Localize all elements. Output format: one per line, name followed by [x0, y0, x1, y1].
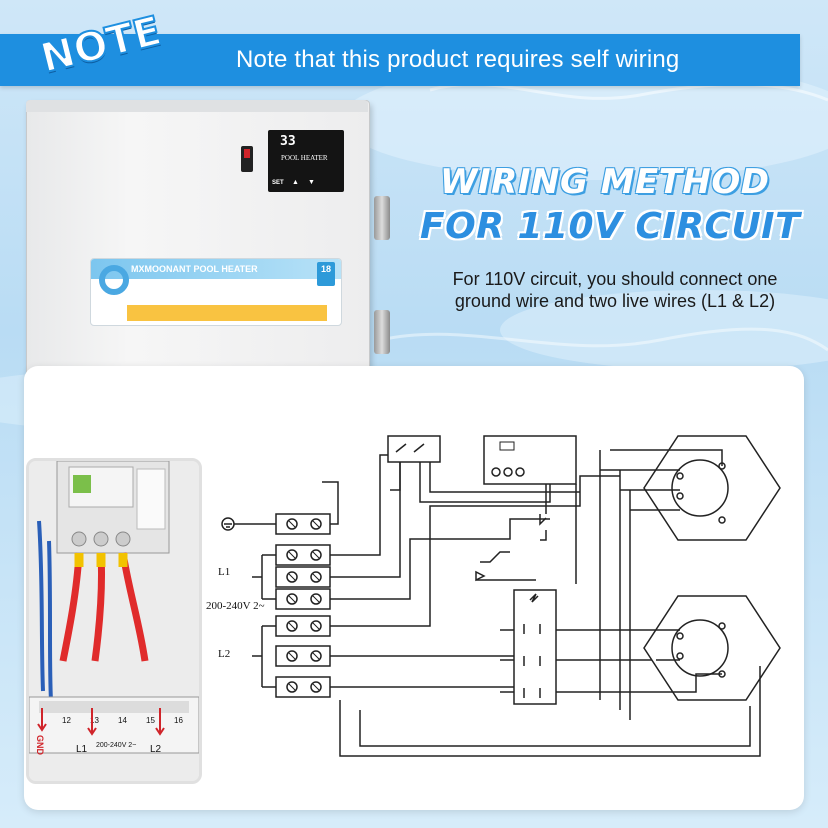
- photo-arrows: [37, 708, 165, 736]
- label-l2: L2: [218, 648, 231, 660]
- temperature-readout: 33: [280, 134, 296, 149]
- down-arrow-icon: ▼: [308, 179, 315, 186]
- label-warning-strip: [127, 305, 327, 321]
- heating-element-top: [643, 435, 781, 541]
- label-title: MXMOONANT POOL HEATER: [131, 264, 258, 274]
- control-display: [268, 130, 344, 192]
- water-pipe-connector: [374, 196, 390, 240]
- label-badge: 18: [317, 262, 335, 286]
- set-button-label: SET: [272, 180, 284, 186]
- photo-label-voltage: 200-240V 2~: [96, 742, 137, 749]
- wiring-description: For 110V circuit, you should connect one…: [452, 269, 778, 311]
- heater-lid: [26, 100, 368, 112]
- contactor: [513, 589, 557, 705]
- l2-bracket: [252, 625, 276, 688]
- wiring-photo: [26, 458, 202, 784]
- display-title: POOL HEATER: [281, 154, 328, 162]
- wiring-photo-illustration: [29, 461, 199, 781]
- photo-terminal-13: 13: [90, 716, 99, 725]
- photo-label-l2: L2: [150, 744, 162, 755]
- ground-symbol: [221, 517, 276, 531]
- terminal-block: [275, 513, 331, 698]
- photo-terminal-12: 12: [62, 716, 71, 725]
- up-arrow-icon: ▲: [292, 179, 299, 186]
- thermostat-switch: [387, 435, 441, 463]
- photo-terminal-14: 14: [118, 716, 127, 725]
- arrow-l1-icon: [87, 708, 97, 736]
- l1-bracket: [252, 554, 276, 600]
- pool-ring-icon: [99, 265, 129, 295]
- photo-terminal-16: 16: [174, 716, 183, 725]
- heading-line-1: WIRING METHOD: [440, 162, 770, 202]
- banner-text: Note that this product requires self wir…: [236, 46, 680, 73]
- controller-board: [483, 435, 577, 485]
- photo-label-l1: L1: [76, 744, 88, 755]
- arrow-l2-icon: [155, 708, 165, 736]
- photo-terminal-15: 15: [146, 716, 155, 725]
- power-switch-indicator: [244, 149, 250, 158]
- header-banner: [0, 34, 800, 86]
- label-band: [91, 259, 341, 279]
- water-pipe-connector: [374, 310, 390, 354]
- heading-line-2: FOR 110V CIRCUIT: [420, 206, 801, 247]
- label-l1: L1: [218, 566, 231, 578]
- arrow-gnd-icon: [37, 708, 47, 732]
- product-label: MXMOONANT POOL HEATER 18: [90, 258, 342, 326]
- label-voltage: 200-240V 2~: [206, 600, 265, 612]
